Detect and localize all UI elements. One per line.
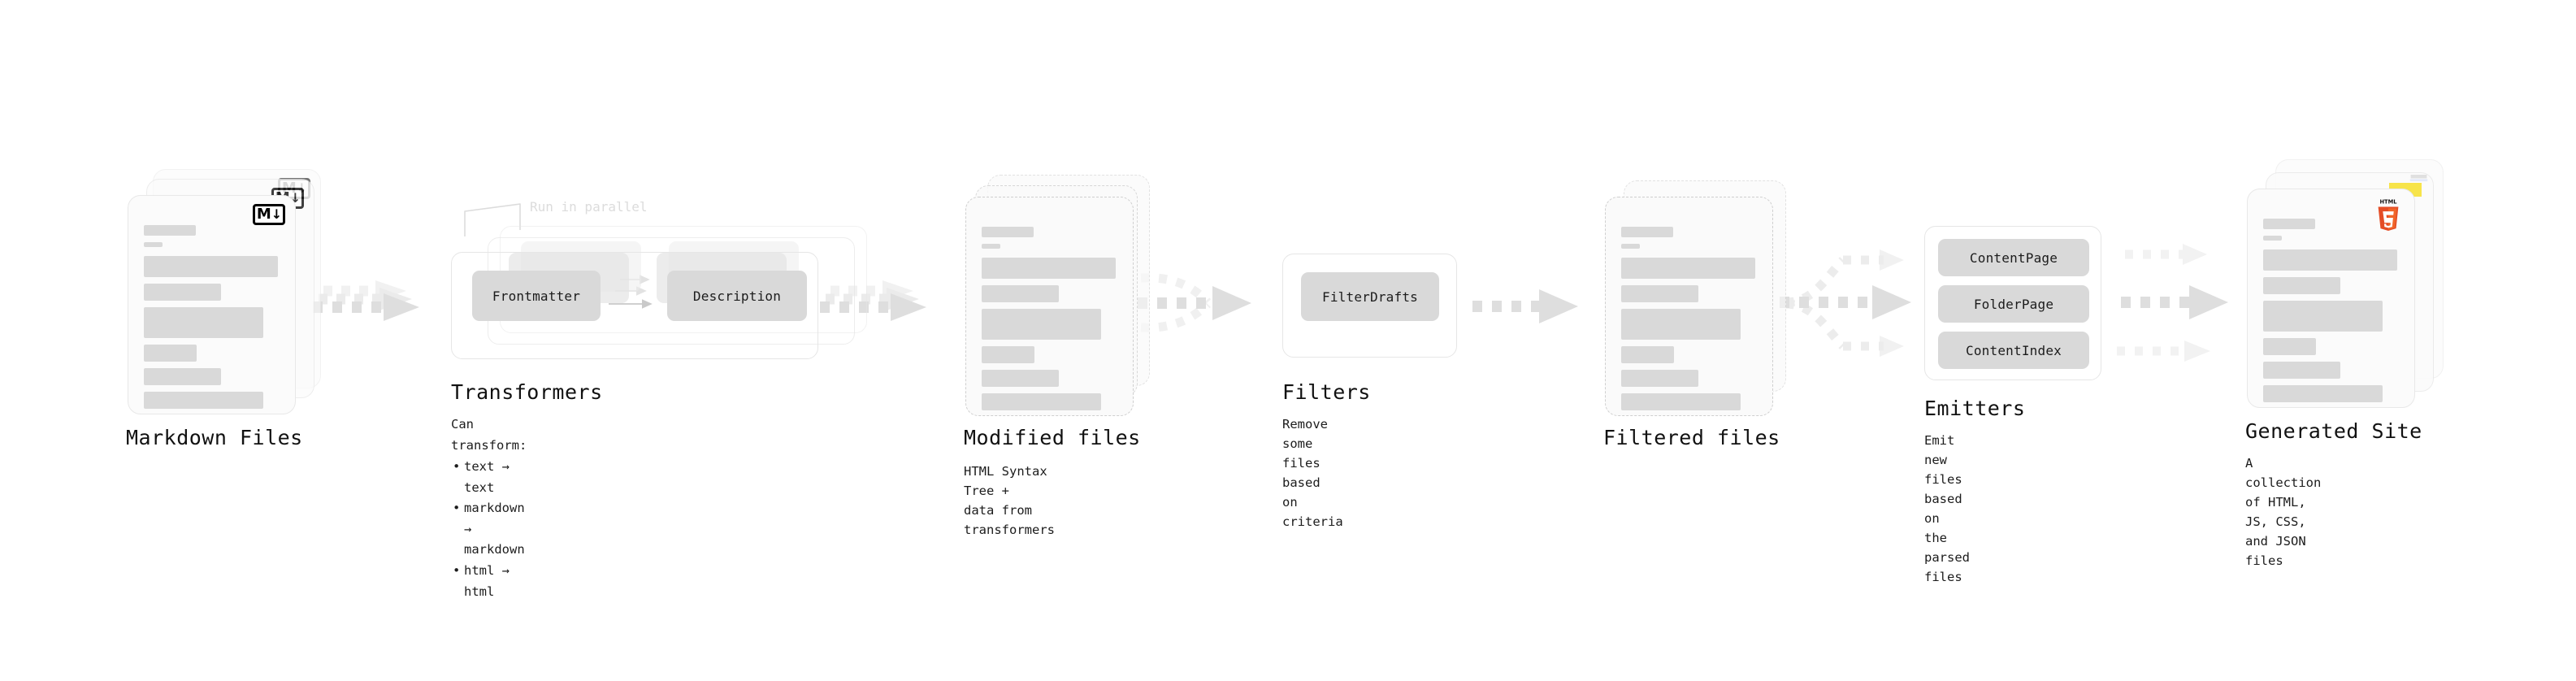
content-bar	[982, 244, 1000, 249]
transformer-panel-front[interactable]: Frontmatter Description	[451, 252, 818, 359]
filtered-file-card-front[interactable]	[1605, 197, 1773, 416]
content-bar	[2263, 362, 2340, 379]
stage-subtitle-emitters: Emit new files based on the parsed files	[1924, 433, 1970, 585]
transformer-pill-frontmatter[interactable]: Frontmatter	[472, 271, 601, 321]
transformers-bullet: text → text	[451, 457, 527, 498]
content-bar	[982, 393, 1101, 410]
content-bar	[144, 225, 196, 236]
content-bar	[982, 346, 1034, 363]
content-bar	[982, 309, 1101, 340]
card-content-bars	[144, 225, 282, 415]
stage-title-transformers: Transformers	[451, 380, 603, 404]
connector-filtered-to-emitters	[1780, 249, 1911, 357]
stage-subtitle-filters: Remove some files based on criteria	[1282, 417, 1343, 530]
content-bar	[1621, 227, 1673, 237]
content-bar	[1621, 393, 1741, 410]
connector-filters-to-filtered	[1472, 289, 1578, 323]
connector-emitters-to-site	[2117, 244, 2228, 362]
content-bar	[982, 258, 1116, 279]
content-bar	[1621, 370, 1698, 387]
content-bar	[1621, 285, 1698, 302]
transformers-description: Can transform: text → text markdown → ma…	[451, 414, 527, 602]
content-bar	[144, 345, 197, 362]
markdown-file-card-front[interactable]: M↓	[128, 195, 296, 414]
content-bar	[1621, 244, 1640, 249]
transformers-bullet: markdown → markdown	[451, 498, 527, 561]
filters-panel[interactable]: FilterDrafts	[1282, 254, 1457, 358]
connector-markdown-to-transformers	[313, 280, 419, 321]
stage-title-filtered-files: Filtered files	[1603, 426, 1780, 449]
stage-title-generated-site: Generated Site	[2245, 419, 2422, 443]
content-bar	[1621, 258, 1755, 279]
filter-pill-filterdrafts[interactable]: FilterDrafts	[1301, 272, 1439, 321]
transformers-bullet: html → html	[451, 561, 527, 602]
emitter-pill-folderpage[interactable]: FolderPage	[1938, 285, 2089, 323]
stage-title-modified-files: Modified files	[964, 426, 1141, 449]
content-bar	[144, 368, 221, 385]
content-bar	[2263, 338, 2316, 355]
content-bar	[2263, 236, 2282, 241]
stage-title-filters: Filters	[1282, 380, 1371, 404]
content-bar	[2263, 219, 2315, 229]
emitter-pill-contentpage[interactable]: ContentPage	[1938, 239, 2089, 276]
content-bar	[144, 256, 278, 277]
card-content-bars	[2263, 219, 2401, 409]
content-bar	[144, 307, 263, 338]
stage-title-emitters: Emitters	[1924, 397, 2026, 420]
stage-title-markdown-files: Markdown Files	[126, 426, 303, 449]
modified-file-card-front[interactable]	[965, 197, 1134, 416]
html5-icon: HTML	[2374, 197, 2403, 235]
card-content-bars	[982, 227, 1120, 417]
connector-modified-to-filters	[1138, 273, 1251, 332]
stage-subtitle-modified-files: HTML Syntax Tree + data from transformer…	[964, 464, 1055, 538]
content-bar	[1621, 309, 1741, 340]
content-bar	[2263, 277, 2340, 294]
run-in-parallel-hint: Run in parallel	[530, 199, 648, 215]
svg-text:HTML: HTML	[2379, 199, 2397, 206]
emitter-pill-contentindex[interactable]: ContentIndex	[1938, 332, 2089, 369]
card-content-bars	[1621, 227, 1759, 417]
site-file-card-html[interactable]: HTML	[2247, 189, 2415, 408]
stage-subtitle-generated-site: A collection of HTML, JS, CSS, and JSON …	[2245, 456, 2322, 569]
content-bar	[982, 370, 1059, 387]
content-bar	[2263, 249, 2397, 271]
content-bar	[2263, 385, 2383, 402]
content-bar	[982, 227, 1034, 237]
markdown-icon: M↓	[253, 204, 285, 225]
content-bar	[144, 392, 263, 409]
content-bar	[144, 284, 221, 301]
transformers-bullet-list: text → text markdown → markdown html → h…	[451, 457, 527, 602]
transformers-lead: Can transform:	[451, 417, 527, 453]
content-bar	[144, 242, 163, 247]
content-bar	[982, 285, 1059, 302]
content-bar	[1621, 346, 1674, 363]
content-bar	[2263, 301, 2383, 332]
emitters-panel[interactable]: ContentPage FolderPage ContentIndex	[1924, 226, 2101, 380]
transformer-pill-description[interactable]: Description	[667, 271, 807, 321]
